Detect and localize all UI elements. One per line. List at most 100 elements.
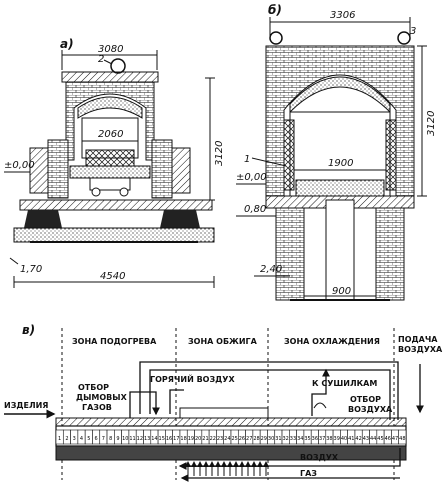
kiln-car-number: 6 — [95, 436, 98, 442]
air-label: ВОЗДУХ — [300, 453, 339, 462]
panel-b-dim-height: 3120 — [426, 111, 437, 136]
kiln-car-number: 39 — [334, 436, 340, 442]
kiln-car-number: 45 — [377, 436, 383, 442]
gas-label: ГАЗ — [300, 469, 317, 478]
kiln-car-number: 2 — [65, 436, 68, 442]
kiln-car-number: 13 — [144, 436, 150, 442]
kiln-car-number: 34 — [297, 436, 303, 442]
kiln-car-number: 29 — [261, 436, 267, 442]
panel-a-level-low: 1,70 — [20, 264, 42, 275]
arch-insulation — [77, 96, 143, 119]
panel-b: б) 3306 3 1900 1 ±0,00 0,80 2,40 — [236, 3, 437, 301]
air-take-line2: ВОЗДУХА — [348, 405, 393, 414]
panel-a-dim-height: 3120 — [214, 141, 225, 166]
panel-a-level-zero: ±0,00 — [4, 160, 35, 171]
kiln-car-number: 23 — [217, 436, 223, 442]
kiln-car-number: 26 — [239, 436, 245, 442]
kiln-car-number: 1 — [58, 436, 61, 442]
panel-b-callout-1: 1 — [244, 154, 250, 165]
kiln-car-number: 41 — [348, 436, 354, 442]
right-foundation — [375, 207, 405, 301]
kiln-car-frame — [89, 177, 131, 191]
foundation — [13, 227, 215, 243]
dryer-duct — [311, 368, 330, 416]
left-foundation — [275, 207, 305, 301]
zone-preheat: ЗОНА ПОДОГРЕВА — [72, 337, 157, 346]
panel-b-dim-top: 3306 — [330, 10, 355, 21]
kiln-car-number: 7 — [102, 436, 105, 442]
panel-b-callout-3: 3 — [410, 26, 416, 37]
air-line — [178, 448, 401, 470]
hot-air-label: ГОРЯЧИЙ ВОЗДУХ — [150, 373, 235, 384]
kiln-car-number: 30 — [268, 436, 274, 442]
panel-b-dim-foundation: 900 — [332, 286, 351, 297]
flue-gas-line2: ДЫМОВЫХ — [76, 393, 128, 402]
hot-air-duct — [139, 361, 399, 420]
kiln-car-number: 40 — [341, 436, 347, 442]
kiln-car-number: 25 — [231, 436, 237, 442]
kiln-car-number: 48 — [399, 436, 405, 442]
right-wall — [151, 139, 173, 199]
kiln-car-number: 4 — [80, 436, 83, 442]
kiln-car-number: 37 — [319, 436, 325, 442]
zone-cooling: ЗОНА ОХЛАЖДЕНИЯ — [284, 337, 380, 346]
panel-a: а) 3080 2 2060 ±0,00 — [4, 37, 225, 288]
kiln-car-number: 9 — [116, 436, 119, 442]
kiln-car-number: 28 — [253, 436, 259, 442]
panel-b-level-zero: ±0,00 — [236, 172, 267, 183]
load-stack — [85, 149, 135, 167]
kiln-roof — [55, 417, 407, 427]
right-flue — [171, 147, 191, 194]
kiln-car-number: 44 — [370, 436, 376, 442]
burners — [185, 461, 269, 476]
panel-c-label: в) — [22, 323, 35, 337]
kiln-car-number: 8 — [109, 436, 112, 442]
kiln-car — [398, 429, 407, 445]
burner-icon — [110, 58, 126, 74]
kiln-car-number: 47 — [392, 436, 398, 442]
kiln-car-number: 3 — [73, 436, 76, 442]
kiln-car-number: 46 — [385, 436, 391, 442]
supply-air-line2: ВОЗДУХА — [398, 345, 443, 354]
kiln-car-number: 18 — [180, 436, 186, 442]
kiln-car-number: 43 — [363, 436, 369, 442]
kiln-car-number: 15 — [159, 436, 165, 442]
base-slab — [19, 199, 213, 211]
panel-a-callout: 2 — [98, 54, 104, 65]
kiln-car-deck — [69, 165, 151, 179]
panel-b-dim-inner: 1900 — [328, 158, 353, 169]
kiln-car-number: 20 — [195, 436, 201, 442]
roof-slab — [61, 71, 159, 83]
kiln-car-number: 10 — [122, 436, 128, 442]
panel-c: в) ЗОНА ПОДОГРЕВА ЗОНА ОБЖИГА ЗОНА ОХЛАЖ… — [4, 323, 443, 482]
kiln-car-number: 36 — [312, 436, 318, 442]
kiln-car-number: 21 — [202, 436, 208, 442]
kiln-car-number: 11 — [129, 436, 135, 442]
panel-a-dim-inner: 2060 — [98, 129, 123, 140]
flue-gas-line1: ОТБОР — [78, 383, 109, 392]
kiln-car-number: 32 — [283, 436, 289, 442]
kiln-car-number: 27 — [246, 436, 252, 442]
kiln-car-number: 22 — [210, 436, 216, 442]
kiln-car-number: 38 — [326, 436, 332, 442]
kiln-car-number: 16 — [166, 436, 172, 442]
panel-b-level-low: 2,40 — [260, 264, 282, 275]
kiln-car-number: 24 — [224, 436, 230, 442]
flue-gas-line3: ГАЗОВ — [82, 403, 112, 412]
kiln-car-number: 17 — [173, 436, 179, 442]
zone-firing: ЗОНА ОБЖИГА — [188, 337, 258, 346]
left-footing — [24, 210, 62, 228]
kiln-car-number: 14 — [151, 436, 157, 442]
supply-air-line1: ПОДАЧА — [398, 335, 438, 344]
panel-a-dim-bottom: 4540 — [100, 271, 125, 282]
air-take-line1: ОТБОР — [350, 395, 381, 404]
left-wall — [47, 139, 69, 199]
kiln-car-number: 5 — [87, 436, 90, 442]
left-duct-icon — [269, 31, 283, 45]
car-deck — [295, 179, 385, 197]
kiln-floor — [55, 445, 407, 461]
right-duct-icon — [397, 31, 411, 45]
to-dryers-label: К СУШИЛКАМ — [312, 379, 377, 388]
